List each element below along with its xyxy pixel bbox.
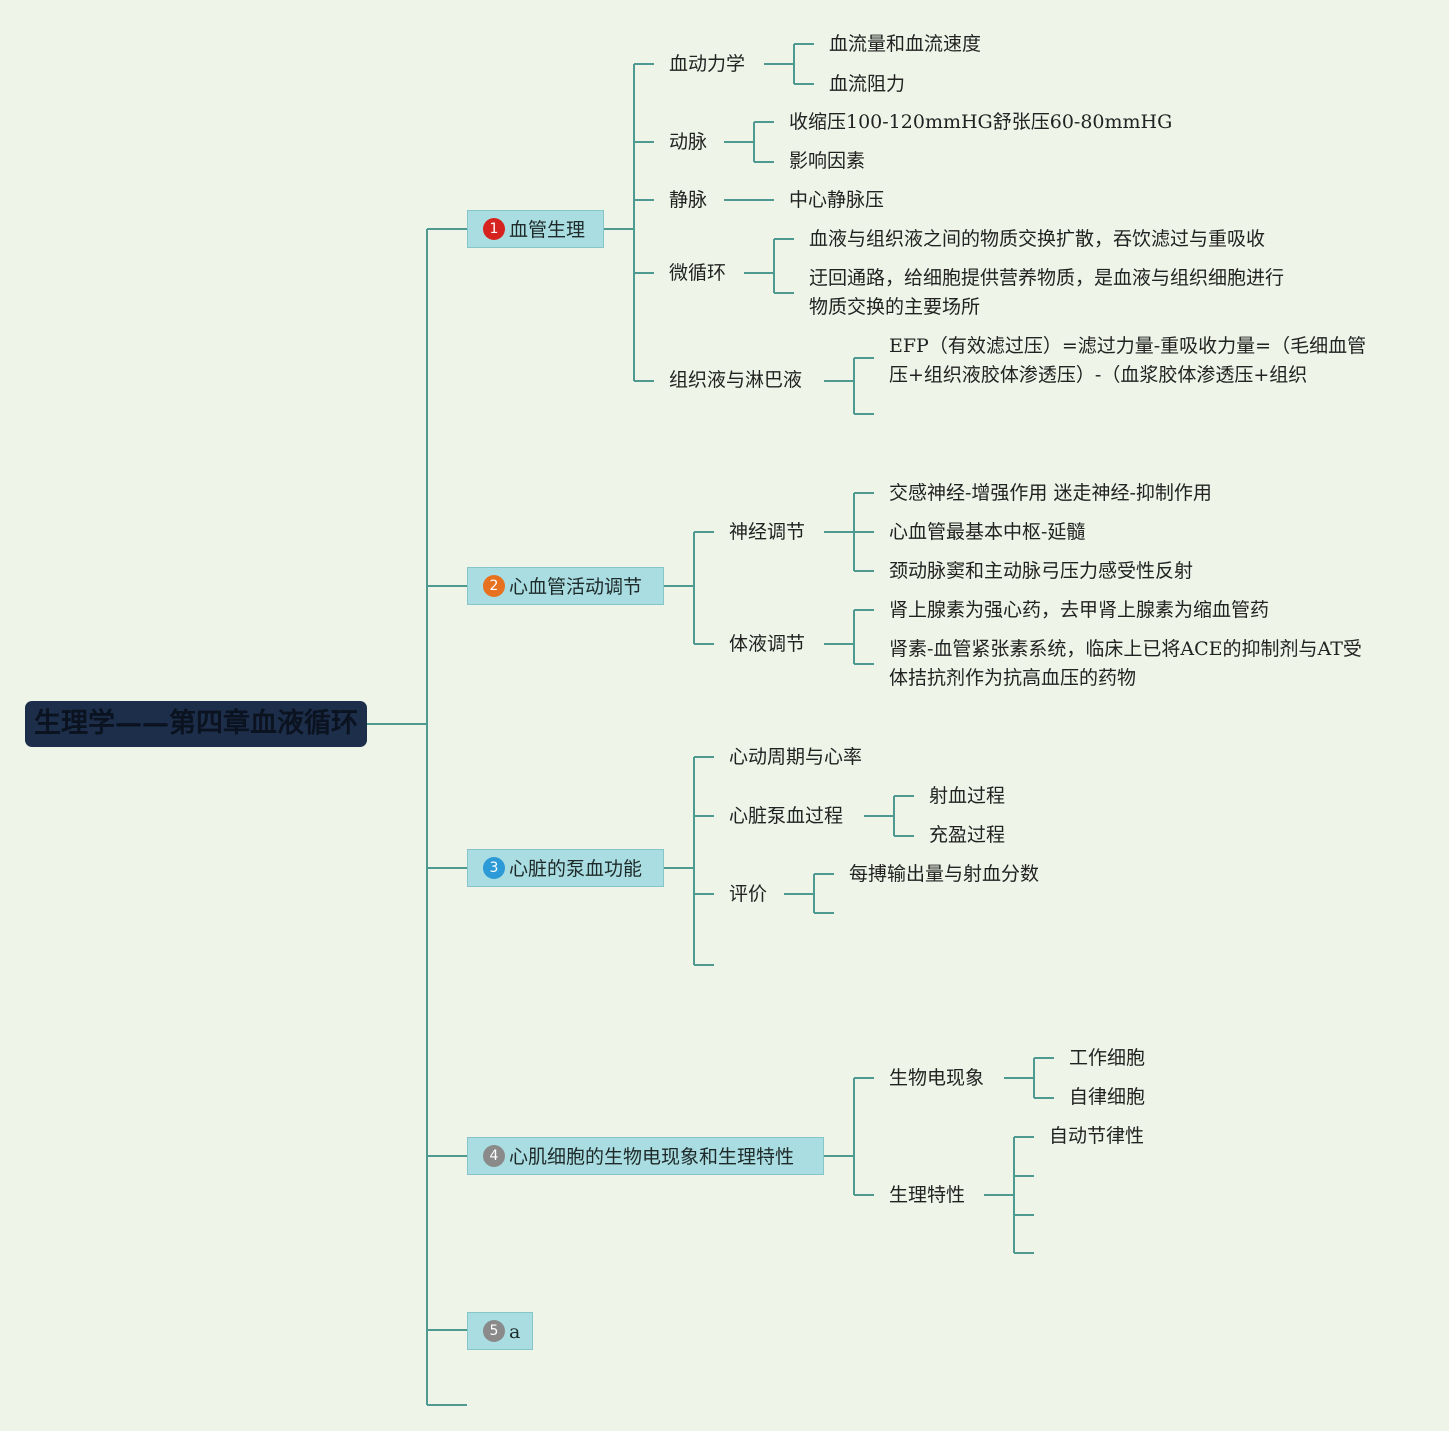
leaf-node[interactable]: 工作细胞 (1069, 1047, 1146, 1069)
leaf-node-continued: 压+组织液胶体渗透压）-（血浆胶体渗透压+组织 (889, 364, 1308, 386)
subtopic-node[interactable]: 血动力学 (669, 53, 746, 75)
subtopic-node[interactable]: 心脏泵血过程 (729, 805, 844, 827)
leaf-node[interactable]: 迂回通路，给细胞提供营养物质，是血液与组织细胞进行 (809, 267, 1285, 289)
subtopic-node[interactable]: 体液调节 (729, 633, 806, 655)
topic-label: 心血管活动调节 (509, 576, 643, 598)
root-node[interactable]: 生理学——第四章血液循环 (25, 701, 367, 747)
topic-label: a (509, 1321, 521, 1343)
leaf-node[interactable]: EFP（有效滤过压）=滤过力量-重吸收力量=（毛细血管 (889, 335, 1367, 357)
subtopic-node[interactable]: 评价 (729, 883, 768, 905)
leaf-node[interactable]: 颈动脉窦和主动脉弓压力感受性反射 (889, 560, 1194, 582)
leaf-node[interactable]: 每搏输出量与射血分数 (849, 863, 1040, 885)
leaf-node[interactable]: 影响因素 (789, 150, 866, 172)
topic-label: 血管生理 (509, 219, 586, 241)
leaf-node[interactable]: 心血管最基本中枢-延髓 (889, 521, 1086, 543)
leaf-node[interactable]: 射血过程 (929, 785, 1006, 807)
leaf-node[interactable]: 血流量和血流速度 (829, 33, 982, 55)
leaf-node[interactable]: 肾上腺素为强心药，去甲肾上腺素为缩血管药 (889, 599, 1270, 621)
subtopic-node[interactable]: 组织液与淋巴液 (669, 369, 803, 391)
number-2-icon: 2 (483, 575, 505, 597)
number-1-icon: 1 (483, 218, 505, 240)
leaf-node[interactable]: 收缩压100-120mmHG舒张压60-80mmHG (789, 111, 1173, 133)
root-title: 生理学——第四章血液循环 (34, 708, 358, 739)
leaf-node[interactable]: 充盈过程 (929, 824, 1006, 846)
leaf-node-continued: 物质交换的主要场所 (809, 296, 981, 318)
topic-label: 心肌细胞的生物电现象和生理特性 (509, 1146, 795, 1168)
number-3-icon: 3 (483, 857, 505, 879)
leaf-node[interactable]: 血液与组织液之间的物质交换扩散，吞饮滤过与重吸收 (809, 228, 1266, 250)
topic-label: 心脏的泵血功能 (509, 858, 643, 880)
subtopic-node[interactable]: 静脉 (669, 189, 708, 211)
subtopic-node[interactable]: 心动周期与心率 (729, 746, 863, 768)
leaf-node[interactable]: 自律细胞 (1069, 1086, 1146, 1108)
leaf-node[interactable]: 自动节律性 (1049, 1125, 1145, 1147)
subtopic-node[interactable]: 微循环 (669, 262, 727, 284)
subtopic-node[interactable]: 动脉 (669, 131, 708, 153)
number-4-icon: 4 (483, 1145, 505, 1167)
leaf-node[interactable]: 中心静脉压 (789, 189, 885, 211)
subtopic-node[interactable]: 生物电现象 (889, 1067, 985, 1089)
subtopic-node[interactable]: 生理特性 (889, 1184, 966, 1206)
subtopic-node[interactable]: 神经调节 (729, 521, 806, 543)
leaf-node[interactable]: 交感神经-增强作用 迷走神经-抑制作用 (889, 482, 1212, 504)
number-5-icon: 5 (483, 1320, 505, 1342)
leaf-node-continued: 体拮抗剂作为抗高血压的药物 (889, 667, 1137, 689)
leaf-node[interactable]: 肾素-血管紧张素系统，临床上已将ACE的抑制剂与AT受 (889, 638, 1362, 660)
leaf-node[interactable]: 血流阻力 (829, 73, 906, 95)
